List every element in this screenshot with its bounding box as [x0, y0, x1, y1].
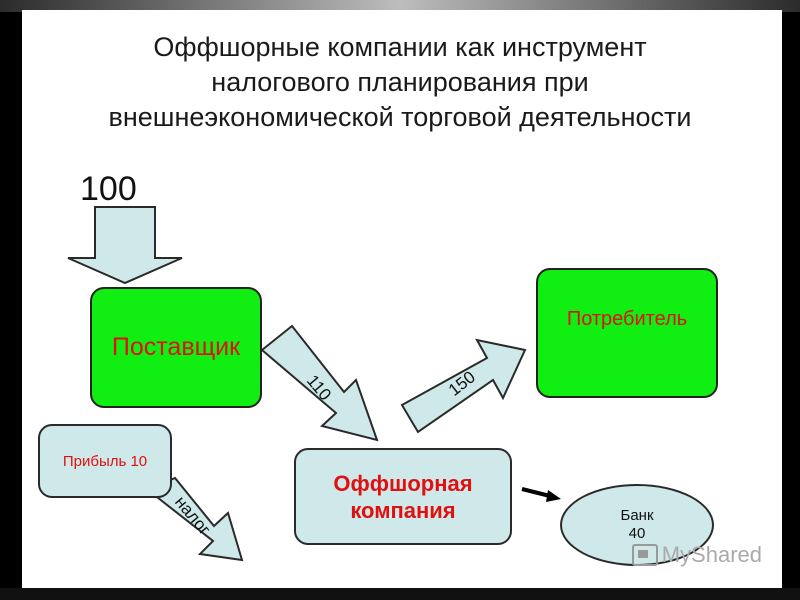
- watermark-logo-icon: [631, 544, 658, 566]
- arrow-to-bank: [521, 487, 551, 498]
- bank-label: Банк 40: [620, 507, 654, 542]
- consumer-node: Потребитель: [536, 268, 718, 398]
- bottom-frame: [0, 588, 800, 600]
- arrow-110: [260, 324, 379, 442]
- title-line-3: внешнеэкономической торговой деятельност…: [108, 102, 692, 132]
- offshore-label: Оффшорная компания: [333, 470, 473, 523]
- title-line-1: Оффшорные компании как инструмент: [153, 32, 647, 62]
- top-frame: [0, 0, 800, 12]
- supplier-label: Поставщик: [111, 333, 241, 361]
- arrow-tax: [146, 476, 244, 562]
- title-line-2: налогового планирования при: [211, 67, 589, 97]
- profit-node: Прибыль 10: [38, 424, 172, 498]
- bank-node: Банк 40: [560, 484, 714, 566]
- watermark-text: MyShared: [661, 542, 762, 567]
- watermark: MyShared: [631, 542, 762, 568]
- input-amount-label: 100: [80, 170, 137, 208]
- profit-label: Прибыль 10: [62, 452, 148, 470]
- slide-title: Оффшорные компании как инструмент налого…: [40, 30, 760, 135]
- supplier-node: Поставщик: [90, 287, 262, 408]
- arrow-150: [400, 338, 527, 434]
- input-arrow: [67, 206, 183, 285]
- consumer-label: Потребитель: [566, 308, 688, 330]
- offshore-node: Оффшорная компания: [294, 448, 512, 545]
- arrow-to-bank-head: [546, 490, 561, 502]
